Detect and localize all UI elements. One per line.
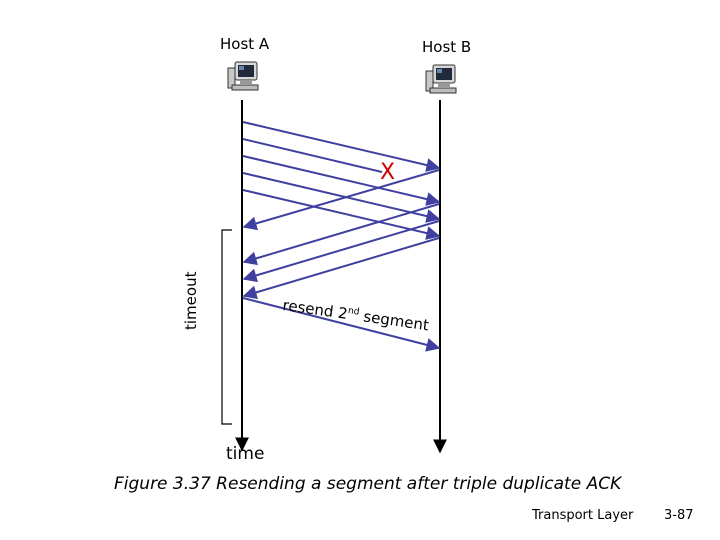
segment-arrow-4 [242,172,441,223]
figure-caption: Figure 3.37 Resending a segment after tr… [114,474,622,494]
timeout-bracket [221,229,232,425]
segment-arrow-2-lost [242,138,383,173]
host-a-label: Host A [220,35,270,53]
footer-page-number: 3-87 [664,508,694,523]
duplicate-ack-arrow-1 [242,203,440,266]
resend-segment-arrow [242,297,441,352]
host-a-computer-icon [227,61,259,91]
segment-arrow-5 [242,189,441,240]
host-b-computer-icon [425,64,457,94]
footer-section-title: Transport Layer [532,508,634,523]
segment-arrow-3 [242,155,441,206]
ack-arrow-1 [242,169,440,231]
timeout-label: timeout [182,271,200,330]
host-b-label: Host B [422,38,472,56]
segment-arrow-1 [242,121,441,172]
duplicate-ack-arrow-2 [242,220,440,283]
duplicate-ack-arrow-3 [242,237,440,300]
time-axis-label: time [226,444,265,464]
packet-loss-mark: X [380,160,396,185]
